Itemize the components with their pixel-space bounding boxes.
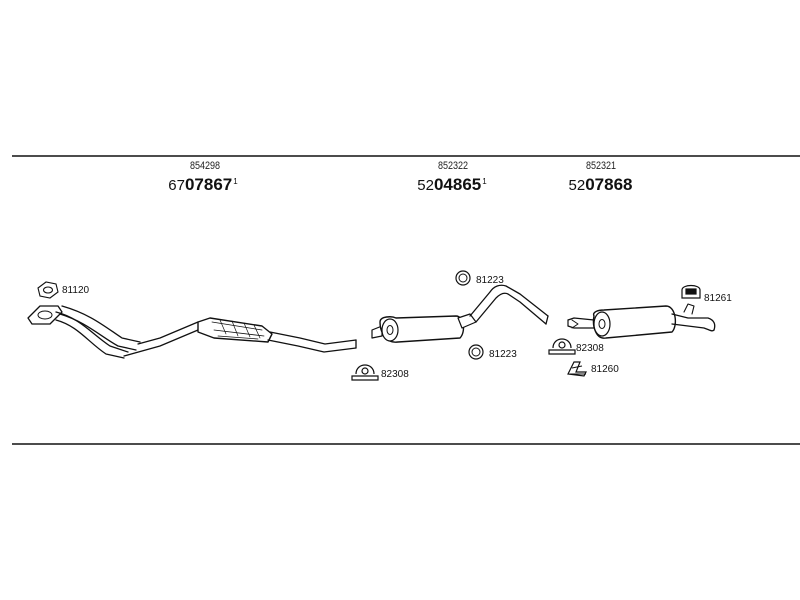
ring-icon bbox=[468, 344, 484, 360]
part-number-rear-silencer: 5207868 bbox=[569, 175, 634, 195]
part-number-front-pipe: 67078671 bbox=[168, 175, 237, 195]
clamp-icon bbox=[548, 338, 576, 355]
part-ref-middle-silencer: 852322 bbox=[437, 160, 469, 172]
part-label-front-gasket: 81120 bbox=[62, 285, 90, 296]
ring-icon bbox=[455, 270, 471, 286]
clamp-icon bbox=[351, 364, 379, 381]
gasket-icon bbox=[37, 281, 59, 299]
part-number-middle-silencer: 52048651 bbox=[417, 175, 486, 195]
part-number-prefix: 67 bbox=[168, 177, 185, 194]
part-number-superscript: 1 bbox=[233, 177, 238, 186]
part-label-rubber-mount: 81261 bbox=[704, 293, 732, 304]
part-label-bracket: 81260 bbox=[591, 364, 619, 375]
flange-opening bbox=[37, 310, 53, 320]
part-label-clamp-middle: 82308 bbox=[381, 369, 409, 380]
part-number-prefix: 52 bbox=[417, 177, 434, 194]
part-ref-rear-silencer: 852321 bbox=[585, 160, 617, 172]
part-number-prefix: 52 bbox=[568, 177, 586, 194]
part-label-ring-upper: 81223 bbox=[476, 275, 504, 286]
part-ref-front-pipe: 854298 bbox=[189, 160, 221, 172]
bracket-icon bbox=[567, 361, 587, 377]
rear-silencer-assembly bbox=[567, 303, 716, 339]
part-number-superscript: 1 bbox=[482, 177, 487, 186]
part-number-main: 07867 bbox=[184, 175, 233, 194]
catalytic-converter bbox=[197, 317, 273, 343]
part-label-clamp-rear: 82308 bbox=[576, 343, 604, 354]
part-label-ring-lower: 81223 bbox=[489, 349, 517, 360]
middle-silencer-assembly bbox=[371, 284, 549, 343]
rubber-mount-icon bbox=[681, 284, 701, 299]
part-number-main: 07868 bbox=[585, 175, 633, 194]
front-flange bbox=[27, 305, 63, 325]
front-pipe-assembly bbox=[27, 305, 357, 359]
part-number-main: 04865 bbox=[433, 175, 482, 194]
